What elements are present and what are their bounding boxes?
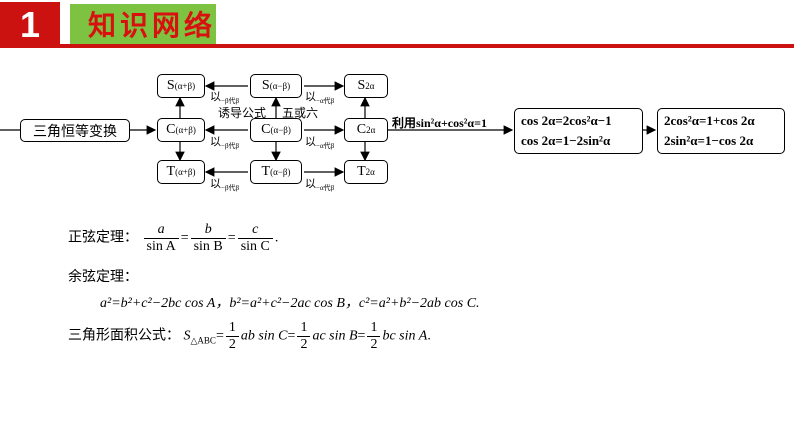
title-underline (60, 44, 794, 48)
section-number-badge: 1 (0, 2, 60, 48)
equals-sign: = (227, 230, 236, 246)
equals-sign: = (215, 328, 224, 344)
node-s-minus: S(α−β) (250, 74, 302, 98)
equals-sign: = (180, 230, 189, 246)
node-t-double-base: T (357, 164, 366, 179)
edge-label-t-neg-beta: 以−β代β (210, 175, 239, 193)
area-term-2: ac sin B (312, 328, 358, 344)
equals-sign: = (287, 328, 296, 344)
power-reduction-formula-2: 2sin²α=1−cos 2α (664, 133, 754, 148)
five-or-six-label: 五或六 (282, 106, 319, 120)
frac-numerator: 1 (297, 320, 311, 337)
frac-numerator: b (190, 222, 226, 239)
area-term-3: bc sin A (382, 328, 428, 344)
node-c-double-sub: 2α (366, 125, 376, 135)
area-term-1: ab sin C (240, 328, 288, 344)
sine-law-label: 正弦定理： (68, 229, 138, 246)
half-frac-3: 1 2 (367, 320, 381, 353)
edge-label-prefix: 以 (210, 136, 221, 148)
edge-label-sub: −α代β (316, 97, 335, 106)
edge-label-sub: −β代β (221, 142, 240, 151)
edge-label-t-neg-alpha: 以−α代β (305, 175, 334, 193)
sine-frac-b: b sin B (190, 222, 226, 255)
frac-denominator: 2 (228, 337, 236, 352)
cosine-law-label: 余弦定理： (68, 269, 138, 285)
node-s-plus-base: S (166, 78, 175, 93)
node-s-double-base: S (357, 78, 366, 93)
root-node: 三角恒等变换 (20, 119, 130, 142)
edge-label-prefix: 以 (305, 91, 316, 103)
half-frac-1: 1 2 (225, 320, 239, 353)
node-c-plus-base: C (166, 122, 176, 137)
cos-double-formula-1: cos 2α=2cos²α−1 (521, 113, 612, 128)
area-symbol-sub: △ABC (190, 335, 216, 346)
node-c-minus-base: C (261, 122, 271, 137)
edge-label-sub: −β代β (221, 184, 240, 193)
cosine-law-formulas: a²=b²+c²−2bc cos A，b²=a²+c²−2ac cos B，c²… (100, 296, 480, 311)
node-t-minus: T(α−β) (250, 160, 302, 184)
cos-double-formula-2: cos 2α=1−2sin²α (521, 133, 611, 148)
edge-label-sub: −α代β (316, 184, 335, 193)
node-t-double-sub: 2α (365, 167, 375, 177)
area-label: 三角形面积公式： (68, 327, 180, 344)
edge-label-s-neg-beta: 以−β代β (210, 88, 239, 106)
half-frac-2: 1 2 (297, 320, 311, 353)
sine-law-row: 正弦定理： a sin A = b sin B = c sin C . (68, 222, 278, 255)
area-symbol: S (183, 328, 191, 344)
node-t-minus-base: T (261, 164, 271, 179)
edge-label-prefix: 以 (210, 178, 221, 190)
frac-numerator: 1 (367, 320, 381, 337)
frac-denominator: 2 (370, 337, 378, 352)
identity-label: 利用sin²α+cos²α=1 (392, 116, 487, 130)
power-reduction-formula-1: 2cos²α=1+cos 2α (664, 113, 755, 128)
sine-frac-a: a sin A (143, 222, 179, 255)
edge-label-c-neg-beta: 以−β代β (210, 133, 239, 151)
edge-label-sub: −β代β (221, 97, 240, 106)
edge-label-s-neg-alpha: 以−α代β (305, 88, 334, 106)
frac-denominator: sin C (240, 239, 270, 254)
edge-label-sub: −α代β (316, 142, 335, 151)
frac-numerator: a (143, 222, 179, 239)
node-t-plus: T(α+β) (157, 160, 205, 184)
node-s-plus: S(α+β) (157, 74, 205, 98)
area-formula-row: 三角形面积公式： S△ABC= 1 2 ab sin C= 1 2 ac sin… (68, 320, 431, 353)
node-t-plus-base: T (166, 164, 176, 179)
sine-frac-c: c sin C (237, 222, 273, 255)
section-number: 1 (19, 4, 41, 45)
induction-formula-label: 诱导公式 (218, 106, 267, 120)
node-c-minus-sub: (α−β) (270, 125, 291, 135)
node-s-plus-sub: (α+β) (174, 81, 196, 91)
edge-label-prefix: 以 (305, 136, 316, 148)
frac-numerator: 1 (225, 320, 239, 337)
section-title-box: 知识网络 (70, 4, 216, 44)
node-c-double-base: C (356, 122, 367, 137)
period: . (427, 328, 431, 344)
node-s-minus-base: S (261, 78, 270, 93)
cos-double-angle-box: cos 2α=2cos²α−1 cos 2α=1−2sin²α (514, 108, 643, 154)
node-s-minus-sub: (α−β) (269, 81, 291, 91)
node-t-plus-sub: (α+β) (175, 167, 196, 177)
edge-label-prefix: 以 (210, 91, 221, 103)
node-c-plus: C(α+β) (157, 118, 205, 142)
node-s-double-sub: 2α (365, 81, 375, 91)
power-reduction-box: 2cos²α=1+cos 2α 2sin²α=1−cos 2α (657, 108, 785, 154)
frac-denominator: 2 (300, 337, 308, 352)
node-c-plus-sub: (α+β) (175, 125, 196, 135)
node-c-minus: C(α−β) (250, 118, 302, 142)
knowledge-network-diagram (0, 81, 657, 177)
frac-denominator: sin A (146, 239, 176, 254)
edge-label-prefix: 以 (305, 178, 316, 190)
frac-numerator: c (237, 222, 273, 239)
equals-sign: = (357, 328, 366, 344)
frac-denominator: sin B (193, 239, 223, 254)
node-t-minus-sub: (α−β) (270, 167, 291, 177)
section-title: 知识网络 (88, 9, 217, 42)
edge-label-c-neg-alpha: 以−α代β (305, 133, 334, 151)
period: . (274, 230, 279, 246)
